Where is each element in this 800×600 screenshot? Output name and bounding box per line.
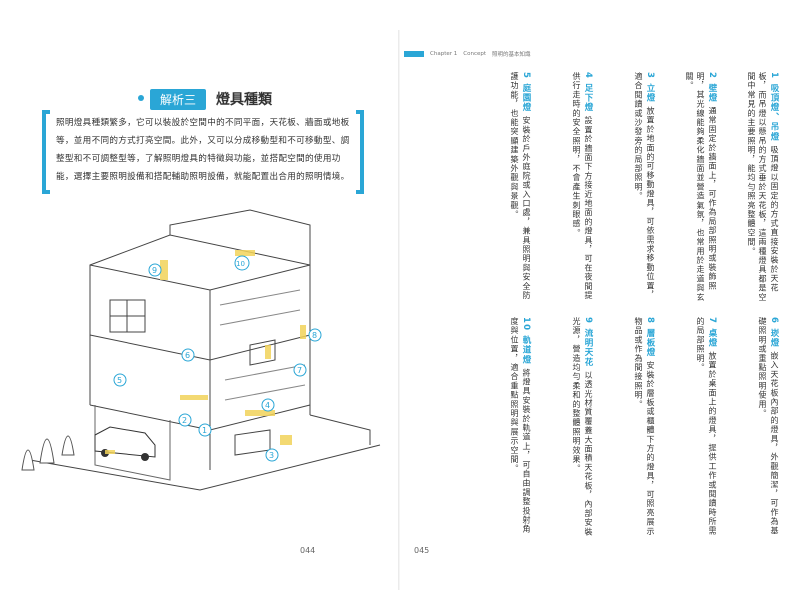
marker-1-label: 1: [202, 426, 207, 435]
marker-6: 6: [181, 348, 195, 362]
chapter-header: Chapter 1 Concept 照明的基本知識: [404, 50, 531, 58]
marker-10-label: 10: [236, 260, 245, 268]
intro-text: 照明燈具種類繁多，它可以裝設於空間中的不同平面，天花板、牆面或地板等，並用不同的…: [56, 118, 350, 182]
section-3-body: 放置於地面的可移動燈具，可依需求移動位置，適合閱讀或沙發旁的局部照明。: [634, 72, 655, 300]
left-bracket-icon: [42, 110, 50, 194]
section-9: 9 流明天花 以透光材質覆蓋大面積天花板，內部安裝光源，營造均勻柔和的整體照明效…: [571, 317, 594, 537]
section-3-head: 3 立燈: [645, 72, 655, 103]
section-title: 解析三 燈具種類: [150, 88, 280, 110]
section-7-body: 放置於桌面上的燈具，提供工作或閱讀時所需的局部照明。: [696, 317, 717, 536]
section-7: 7 桌燈 放置於桌面上的燈具，提供工作或閱讀時所需的局部照明。: [695, 317, 718, 537]
page-number-left: 044: [300, 546, 316, 555]
marker-9: 9: [148, 263, 162, 277]
section-10-body: 將燈具安裝於軌道上，可自由調整投射角度與位置，適合重點照明與展示空間。: [510, 317, 531, 534]
car-icon: [94, 426, 156, 461]
section-3: 3 立燈 放置於地面的可移動燈具，可依需求移動位置，適合閱讀或沙發旁的局部照明。: [633, 72, 656, 302]
section-10-head: 10 軌道燈: [521, 317, 531, 365]
section-2: 2 壁燈 通常固定於牆面上，可作為局部照明或裝飾照明，其光線能夠柔化牆面並營造氣…: [684, 72, 718, 302]
chapter-label: Chapter 1: [430, 51, 458, 57]
section-1-body: 吸頂燈以固定的方式直接安裝於天花板，而吊燈以懸吊的方式垂於天花板，這兩種燈具都是…: [747, 72, 779, 302]
section-5-head: 5 庭園燈: [521, 72, 531, 113]
section-4-head: 4 足下燈: [583, 72, 593, 113]
chapter-sub: Concept: [463, 51, 486, 57]
title-label: 解析三: [150, 88, 207, 110]
title-dot-icon: [138, 95, 144, 101]
marker-5: 5: [113, 373, 127, 387]
gutter: [398, 30, 400, 590]
marker-6-label: 6: [185, 351, 190, 360]
section-4-body: 設置於牆面下方接近地面的燈具，可在夜間提供行走時的安全照明，不會產生刺眼感。: [572, 72, 593, 301]
marker-10: 10: [234, 255, 250, 271]
marker-8: 8: [308, 328, 322, 342]
marker-8-label: 8: [312, 331, 317, 340]
section-8: 8 層板燈 安裝於層板或櫃體下方的燈具，可照亮展示物品或作為間接照明。: [633, 317, 656, 537]
section-8-body: 安裝於層板或櫃體下方的燈具，可照亮展示物品或作為間接照明。: [634, 317, 655, 536]
left-page: 解析三 燈具種類 照明燈具種類繁多，它可以裝設於空間中的不同平面，天花板、牆面或…: [0, 0, 398, 600]
section-9-head: 9 流明天花: [583, 317, 593, 368]
marker-3-label: 3: [269, 451, 274, 460]
chapter-bar-icon: [404, 51, 424, 57]
section-2-head: 2 壁燈: [707, 72, 717, 103]
section-10: 10 軌道燈 將燈具安裝於軌道上，可自由調整投射角度與位置，適合重點照明與展示空…: [509, 317, 532, 537]
marker-4: 4: [261, 398, 275, 412]
section-1-head: 1 吸頂燈、吊燈: [769, 72, 779, 142]
section-6-body: 嵌入天花板內部的燈具，外觀簡潔，可作為基礎照明或重點照明使用。: [758, 317, 779, 536]
right-bracket-icon: [356, 110, 364, 194]
marker-2-label: 2: [182, 416, 187, 425]
section-5-body: 安裝於戶外庭院或入口處，兼具照明與安全防護功能，也能突顯建築外觀與景觀。: [510, 72, 531, 301]
marker-1: 1: [198, 423, 212, 437]
section-7-head: 7 桌燈: [707, 317, 717, 348]
marker-7: 7: [293, 363, 307, 377]
section-9-body: 以透光材質覆蓋大面積天花板，內部安裝光源，營造均勻柔和的整體照明效果。: [572, 317, 593, 537]
section-4: 4 足下燈 設置於牆面下方接近地面的燈具，可在夜間提供行走時的安全照明，不會產生…: [571, 72, 594, 302]
section-1: 1 吸頂燈、吊燈 吸頂燈以固定的方式直接安裝於天花板，而吊燈以懸吊的方式垂於天花…: [746, 72, 780, 302]
marker-3: 3: [265, 448, 279, 462]
right-page: Chapter 1 Concept 照明的基本知識 045: [400, 0, 800, 600]
section-5: 5 庭園燈 安裝於戶外庭院或入口處，兼具照明與安全防護功能，也能突顯建築外觀與景…: [509, 72, 532, 302]
section-6-head: 6 崁燈: [769, 317, 779, 348]
section-6: 6 崁燈 嵌入天花板內部的燈具，外觀簡潔，可作為基礎照明或重點照明使用。: [757, 317, 780, 537]
page-number-right: 045: [414, 546, 430, 555]
section-2-body: 通常固定於牆面上，可作為局部照明或裝飾照明，其光線能夠柔化牆面並營造氣氛，也常用…: [685, 72, 717, 302]
marker-4-label: 4: [265, 401, 270, 410]
marker-5-label: 5: [117, 376, 122, 385]
title-text: 燈具種類: [216, 92, 273, 108]
section-8-head: 8 層板燈: [645, 317, 655, 358]
marker-9-label: 9: [152, 266, 157, 275]
marker-2: 2: [178, 413, 192, 427]
intro-block: 照明燈具種類繁多，它可以裝設於空間中的不同平面，天花板、牆面或地板等，並用不同的…: [42, 110, 364, 194]
house-illustration: 1 2 3 4 5 6 7 8 9 10: [21, 209, 381, 491]
vertical-text-columns: 1 吸頂燈、吊燈 吸頂燈以固定的方式直接安裝於天花板，而吊燈以懸吊的方式垂於天花…: [420, 72, 780, 542]
marker-7-label: 7: [297, 366, 302, 375]
chapter-tail: 照明的基本知識: [492, 52, 531, 58]
